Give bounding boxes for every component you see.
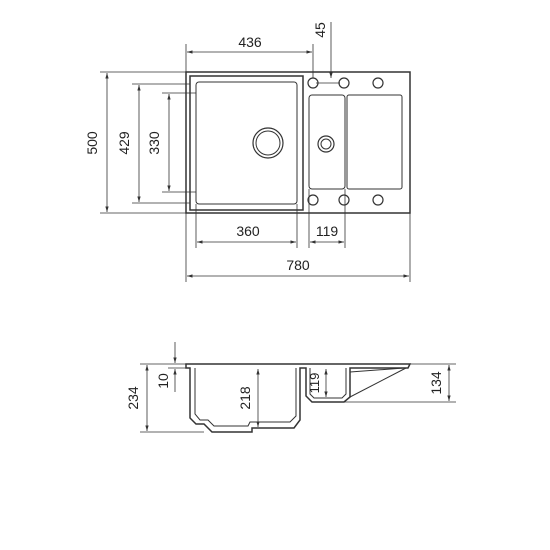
top-view: 436 45 500 429 330 360 xyxy=(84,22,411,282)
small-drain-outer xyxy=(317,135,335,153)
sink-outer-outline xyxy=(185,71,411,214)
tap-hole-2 xyxy=(338,77,350,89)
drainer-board xyxy=(346,94,403,190)
small-bowl-inner-wall xyxy=(309,368,347,399)
dim-label-360: 360 xyxy=(236,223,260,239)
dim-label-330: 330 xyxy=(146,131,162,155)
small-bowl xyxy=(308,94,346,190)
dim-label-500: 500 xyxy=(84,131,100,155)
main-bowl-outer xyxy=(189,75,304,211)
small-drain-inner xyxy=(320,138,332,150)
dim-label-134: 134 xyxy=(428,371,444,395)
dim-label-45: 45 xyxy=(312,22,328,38)
dim-label-436: 436 xyxy=(238,34,262,50)
side-view: 234 10 218 119 134 xyxy=(125,342,456,433)
dim-label-218: 218 xyxy=(237,386,253,410)
dim-label-119-side: 119 xyxy=(307,373,322,394)
tap-hole-4 xyxy=(307,194,319,206)
tap-hole-5 xyxy=(338,194,350,206)
tap-hole-6 xyxy=(372,194,384,206)
dim-label-10: 10 xyxy=(155,373,171,389)
dim-label-780: 780 xyxy=(286,257,310,273)
dim-label-429: 429 xyxy=(116,131,132,155)
dim-label-119-top: 119 xyxy=(316,223,339,239)
main-drain-outer xyxy=(252,127,284,159)
drainer-slope xyxy=(349,367,407,398)
dim-label-234: 234 xyxy=(125,386,141,410)
side-profile-outline xyxy=(185,363,412,433)
tap-hole-3 xyxy=(372,77,384,89)
main-drain-inner xyxy=(255,130,281,156)
main-bowl-inner-wall xyxy=(194,368,297,427)
main-bowl-inner xyxy=(195,81,298,205)
